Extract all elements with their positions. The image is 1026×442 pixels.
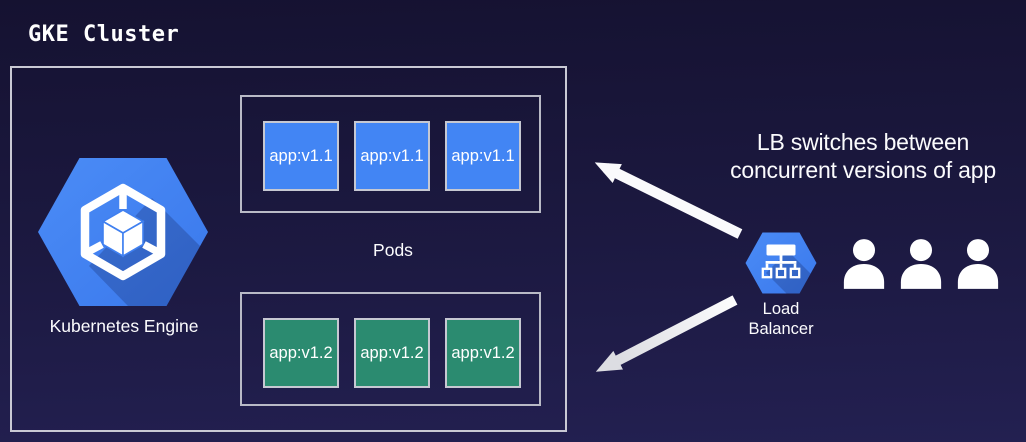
pods-label: Pods [373, 240, 413, 260]
users-group [841, 238, 1001, 290]
kubernetes-engine-icon [38, 158, 208, 306]
cluster-boundary-box: Kubernetes Engine app:v1.1 app:v1.1 app:… [10, 66, 567, 432]
pod-v1-2: app:v1.2 [354, 318, 430, 388]
load-balancer-label-line2: Balancer [748, 320, 814, 338]
pod-v1-2: app:v1.2 [263, 318, 339, 388]
pod-v1-2: app:v1.2 [445, 318, 521, 388]
lb-annotation-line2: concurrent versions of app [730, 157, 996, 183]
pods-group-v1-2: app:v1.2 app:v1.2 app:v1.2 [240, 292, 541, 406]
load-balancer-icon [745, 232, 817, 294]
load-balancer-label-line1: Load [762, 300, 800, 318]
lb-annotation-text: LB switches between concurrent versions … [700, 128, 1026, 184]
pod-v1-1: app:v1.1 [354, 121, 430, 191]
person-icon [957, 239, 999, 289]
arrow-down-left-icon [595, 295, 738, 372]
kubernetes-engine-label: Kubernetes Engine [49, 316, 199, 336]
pods-group-v1-1: app:v1.1 app:v1.1 app:v1.1 [240, 95, 541, 213]
lb-annotation-line1: LB switches between [756, 129, 970, 155]
person-icon [843, 239, 885, 289]
pod-v1-1: app:v1.1 [263, 121, 339, 191]
person-icon [900, 239, 942, 289]
pod-v1-1: app:v1.1 [445, 121, 521, 191]
load-balancer-label: Load Balancer [724, 299, 838, 339]
diagram-title: GKE Cluster [28, 22, 180, 47]
